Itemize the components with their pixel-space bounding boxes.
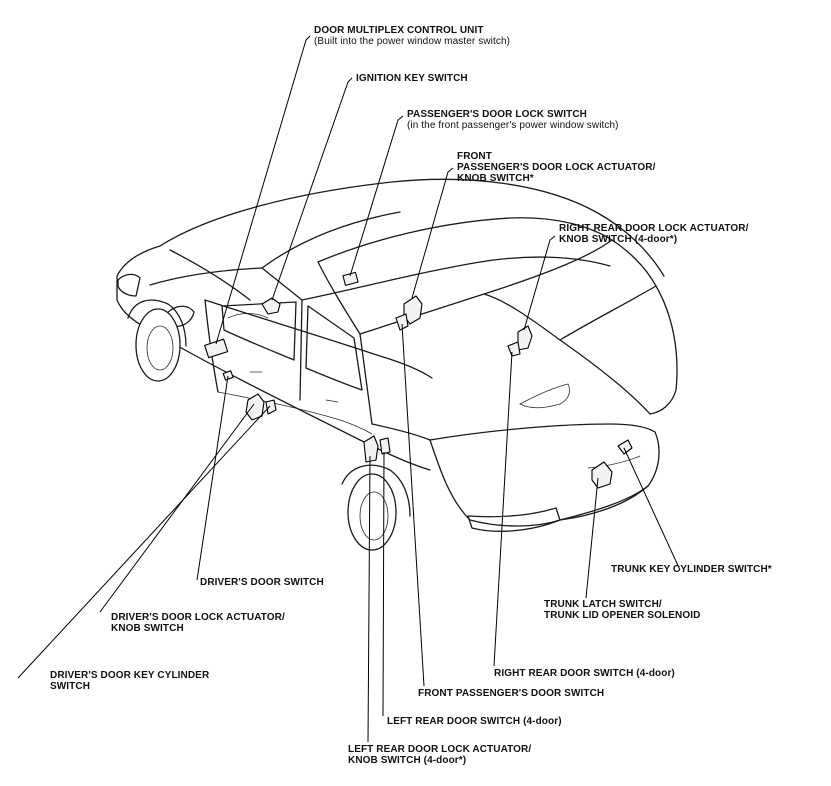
leader-ignition-key (271, 77, 353, 301)
left-rear-door-switch-component (379, 437, 391, 455)
leader-right-rear-actuator (523, 235, 556, 331)
leader-left-rear-door-switch (382, 451, 385, 717)
label-left-rear-door-switch: LEFT REAR DOOR SWITCH (4-door) (387, 716, 562, 727)
leader-front-passenger-door-switch (401, 323, 425, 687)
label-door-multiplex-control-unit: DOOR MULTIPLEX CONTROL UNIT (Built into … (314, 25, 511, 47)
label-trunk-latch-switch: TRUNK LATCH SWITCH/ TRUNK LID OPENER SOL… (544, 599, 701, 621)
leader-door-multiplex (215, 35, 311, 345)
label-trunk-key-cylinder-switch: TRUNK KEY CYLINDER SWITCH* (611, 564, 772, 575)
label-ignition-key-switch: IGNITION KEY SWITCH (356, 73, 468, 84)
label-front-passenger-door-lock-actuator: FRONT PASSENGER'S DOOR LOCK ACTUATOR/ KN… (457, 151, 656, 184)
leader-lines (17, 35, 681, 743)
leader-trunk-latch (585, 477, 599, 599)
label-left-rear-door-lock-actuator: LEFT REAR DOOR LOCK ACTUATOR/ KNOB SWITC… (348, 744, 532, 766)
label-drivers-door-key-cylinder-switch: DRIVER'S DOOR KEY CYLINDER SWITCH (50, 670, 210, 692)
label-right-rear-door-switch: RIGHT REAR DOOR SWITCH (4-door) (494, 668, 675, 679)
passenger-lock-switch-component (342, 271, 359, 286)
trunk-key-cylinder-component (617, 439, 633, 455)
leader-drivers-key-cylinder (17, 405, 271, 679)
leader-trunk-key-cylinder (623, 447, 681, 571)
label-right-rear-door-lock-actuator: RIGHT REAR DOOR LOCK ACTUATOR/ KNOB SWIT… (559, 223, 749, 245)
label-drivers-door-lock-actuator: DRIVER'S DOOR LOCK ACTUATOR/ KNOB SWITCH (111, 612, 285, 634)
leader-passenger-lock-switch (349, 115, 404, 277)
leader-front-passenger-actuator (411, 167, 454, 299)
leader-left-rear-actuator (367, 455, 371, 743)
rear-wheel (347, 473, 397, 551)
label-passengers-door-lock-switch: PASSENGER'S DOOR LOCK SWITCH (in the fro… (407, 109, 619, 131)
front-wheel (135, 308, 181, 382)
leader-drivers-lock-actuator (99, 403, 255, 613)
left-rear-actuator-component (363, 435, 379, 463)
drivers-lock-actuator-component (245, 393, 265, 421)
ignition-key-switch-component (261, 297, 281, 315)
car-body-outline (116, 178, 678, 551)
trunk-latch-component (591, 461, 613, 489)
label-front-passengers-door-switch: FRONT PASSENGER'S DOOR SWITCH (418, 688, 605, 699)
leader-right-rear-door-switch (493, 351, 513, 667)
leader-drivers-door-switch (196, 375, 229, 581)
components (204, 271, 633, 489)
right-rear-actuator-component (517, 325, 533, 351)
door-multiplex-unit-component (204, 338, 229, 359)
drivers-door-switch-component (222, 370, 234, 381)
label-drivers-door-switch: DRIVER'S DOOR SWITCH (200, 577, 324, 588)
